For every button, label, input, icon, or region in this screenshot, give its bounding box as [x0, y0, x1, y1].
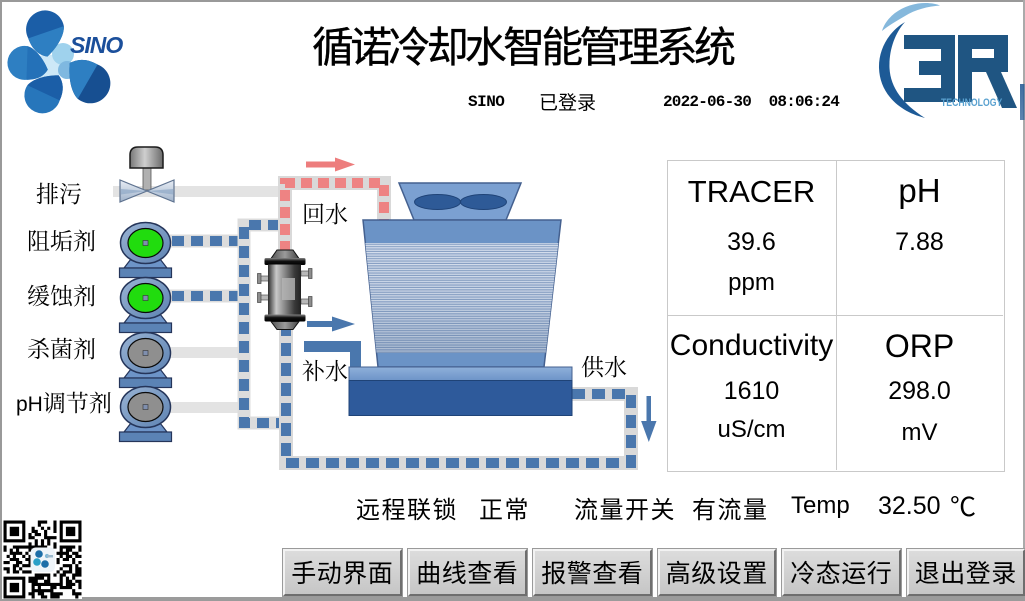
- svg-text:SINO: SINO: [70, 32, 123, 58]
- svg-text:TECHNOLOGY: TECHNOLOGY: [941, 97, 1003, 109]
